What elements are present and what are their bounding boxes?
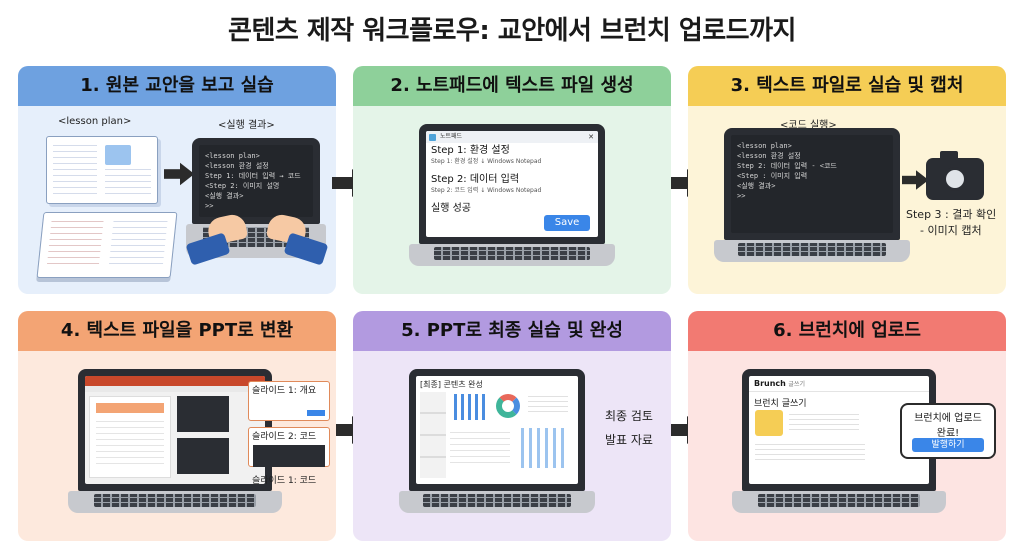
laptop xyxy=(68,369,282,531)
terminal-line: <Step : 이미지 입력 xyxy=(737,172,808,180)
side-note: 발표 자료 xyxy=(605,433,653,447)
bubble-text: 브런치에 업로드 xyxy=(914,413,982,424)
terminal-line: >> xyxy=(205,202,214,210)
result-label: <실행 결과> xyxy=(218,120,275,131)
terminal-line: <Step 2: 이미지 설명 xyxy=(205,182,280,190)
publish-button[interactable]: 발행하기 xyxy=(912,438,984,452)
final-document: [최종] 콘텐츠 완성 xyxy=(416,376,578,484)
slide-callout-label: 슬라이드 2: 코드 xyxy=(252,432,317,442)
laptop: 노트패드 ✕ Step 1: 환경 설정 Step 1: 환경 설정 ↓ Win… xyxy=(409,124,615,284)
capture-caption: Step 3 : 결과 확인 xyxy=(906,208,997,221)
save-button[interactable]: Save xyxy=(544,215,590,231)
slide-thumb xyxy=(177,396,229,432)
panel-heading: 2. 노트패드에 텍스트 파일 생성 xyxy=(353,66,671,106)
panel-heading: 4. 텍스트 파일을 PPT로 변환 xyxy=(18,311,336,351)
panel-heading: 3. 텍스트 파일로 실습 및 캡처 xyxy=(688,66,1006,106)
laptop: Brunch 글쓰기 브런치 글쓰기 xyxy=(732,369,946,531)
panel-heading: 6. 브런치에 업로드 xyxy=(688,311,1006,351)
brunch-editor: Brunch 글쓰기 브런치 글쓰기 xyxy=(749,376,929,484)
lesson-book-open xyxy=(46,136,158,204)
terminal-screen: <lesson plan> <lesson 환경 설정 Step 2: 데이터 … xyxy=(731,135,893,233)
slide-main xyxy=(89,396,171,478)
terminal-line: <lesson 환경 설정 xyxy=(737,152,801,160)
side-note: 최종 검토 xyxy=(605,409,653,423)
upload-complete-bubble: 브런치에 업로드 완료! 발행하기 xyxy=(900,403,996,459)
slide-thumb xyxy=(177,438,229,474)
doc-title: [최종] 콘텐츠 완성 xyxy=(420,380,483,389)
brand-sub: 글쓰기 xyxy=(788,381,805,388)
terminal-line: Step 1: 데이터 입력 → 코드 xyxy=(205,172,301,180)
capture-caption: - 이미지 캡처 xyxy=(920,224,982,237)
donut-chart-icon xyxy=(496,394,520,418)
terminal-line: Step 2: 데이터 입력 - <코드 xyxy=(737,162,837,170)
laptop: <lesson plan> <lesson 환경 설정 Step 2: 데이터 … xyxy=(714,128,910,278)
notepad-window: 노트패드 ✕ Step 1: 환경 설정 Step 1: 환경 설정 ↓ Win… xyxy=(426,131,598,237)
lesson-book-second xyxy=(36,212,178,278)
panel-step-1: 1. 원본 교안을 보고 실습 <lesson plan> <실행 결과> <l… xyxy=(18,66,336,294)
bubble-text: 완료! xyxy=(936,428,960,439)
post-thumbnail xyxy=(755,410,783,436)
camera-icon xyxy=(926,151,984,200)
panel-step-3: 3. 텍스트 파일로 실습 및 캡처 <코드 실행> <lesson plan>… xyxy=(688,66,1006,294)
note-footer: 실행 성공 xyxy=(431,203,471,214)
panel-step-4: 4. 텍스트 파일을 PPT로 변환 슬라이드 1: 개요 슬라이드 2: 코드… xyxy=(18,311,336,541)
panel-step-5: 5. PPT로 최종 실습 및 완성 [최종] 콘텐츠 완성 최종 검토 발표 … xyxy=(353,311,671,541)
laptop: <lesson plan> <lesson 환경 설정 Step 1: 데이터 … xyxy=(185,138,329,278)
slide-callout-label: 슬라이드 1: 개요 xyxy=(252,386,317,396)
panel-heading: 1. 원본 교안을 보고 실습 xyxy=(18,66,336,106)
terminal-line: <실행 결과> xyxy=(737,182,776,190)
note-line: Step 1: 환경 설정 xyxy=(431,145,510,156)
ppt-window xyxy=(85,376,265,484)
terminal-line: >> xyxy=(737,192,746,200)
terminal-line: <lesson plan> xyxy=(205,152,260,160)
code-run-label: <코드 실행> xyxy=(780,120,837,131)
lesson-plan-label: <lesson plan> xyxy=(58,116,132,127)
panel-heading: 5. PPT로 최종 실습 및 완성 xyxy=(353,311,671,351)
note-subline: Step 1: 환경 설정 ↓ Windows Notepad xyxy=(431,158,542,165)
slide-callout-2: 슬라이드 2: 코드 xyxy=(248,427,330,467)
brunch-logo: Brunch xyxy=(754,379,786,388)
slide-callout-1: 슬라이드 1: 개요 xyxy=(248,381,330,421)
terminal-screen: <lesson plan> <lesson 환경 설정 Step 1: 데이터 … xyxy=(199,145,313,217)
bar-chart-icon xyxy=(450,394,488,420)
note-subline: Step 2: 코드 입력 ↓ Windows Notepad xyxy=(431,187,542,194)
window-title: 노트패드 xyxy=(440,133,463,140)
panel-step-2: 2. 노트패드에 텍스트 파일 생성 노트패드 ✕ Step 1: 환경 설정 … xyxy=(353,66,671,294)
post-title: 브런치 글쓰기 xyxy=(754,399,807,409)
terminal-line: <실행 결과> xyxy=(205,192,244,200)
panel-step-6: 6. 브런치에 업로드 Brunch 글쓰기 브런치 글쓰기 브런치에 업로드 … xyxy=(688,311,1006,541)
close-icon[interactable]: ✕ xyxy=(588,133,594,141)
note-line: Step 2: 데이터 입력 xyxy=(431,174,520,185)
laptop: [최종] 콘텐츠 완성 xyxy=(399,369,595,531)
slide-callout-label: 슬라이드 1: 코드 xyxy=(252,476,317,486)
page-title: 콘텐츠 제작 워크플로우: 교안에서 브런치 업로드까지 xyxy=(228,16,796,46)
terminal-line: <lesson plan> xyxy=(737,142,792,150)
terminal-line: <lesson 환경 설정 xyxy=(205,162,269,170)
notepad-icon xyxy=(429,134,436,141)
